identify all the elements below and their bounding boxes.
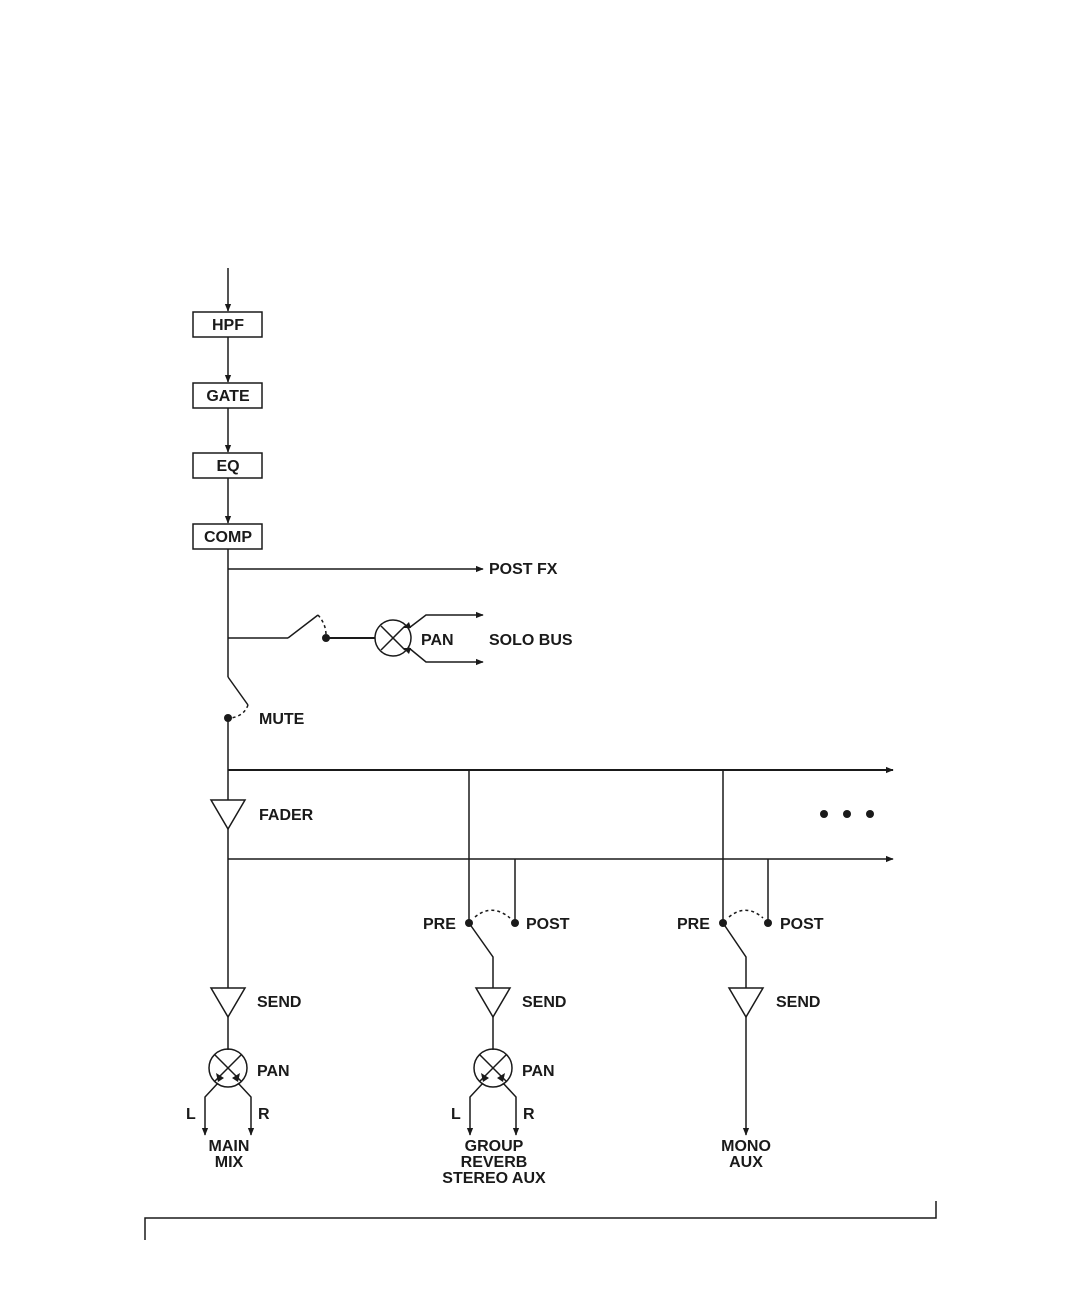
more-channels-dot-2 [843,810,851,818]
send-2-right-out [503,1083,516,1135]
send-1-destination-line-2: MIX [215,1154,244,1171]
hpf-label: HPF [212,317,244,334]
eq-label: EQ [216,458,239,475]
send-2-left-label: L [451,1106,461,1123]
send-2-right-label: R [523,1106,535,1123]
solo-switch-dashed [318,615,326,635]
send-2-switch-blade [469,923,493,988]
comp-label: COMP [204,529,252,546]
send-3-destination-line-1: MONO [721,1138,771,1155]
send-2-post-label: POST [526,916,570,933]
send-2-triangle [476,988,510,1017]
send-3-switch-blade [723,923,746,988]
solo-pan-label: PAN [421,632,454,649]
send-1-left-label: L [186,1106,196,1123]
send-3-destination-line-2: AUX [729,1154,763,1171]
send-3-label: SEND [776,994,820,1011]
send-2-pan-label: PAN [522,1063,555,1080]
send-2-post-contact [511,919,519,927]
send-1-pan-label: PAN [257,1063,290,1080]
post-fx-label: POST FX [489,561,558,578]
send-2-destination-line-3: STEREO AUX [442,1170,546,1187]
send-2-left-out [470,1083,483,1135]
send-2-destination-line-2: REVERB [461,1154,528,1171]
send-3-post-label: POST [780,916,824,933]
send-1-pan-icon [209,1049,247,1087]
send-2-destination-line-1: GROUP [465,1138,524,1155]
send-3-pre-label: PRE [677,916,710,933]
page-frame-rule [145,1201,936,1240]
more-channels-dot-3 [866,810,874,818]
solo-bus-out-top [409,615,483,628]
send-2-pre-label: PRE [423,916,456,933]
send-1-left-out [205,1083,218,1135]
send-2-label: SEND [522,994,566,1011]
fader-label: FADER [259,807,314,824]
solo-bus-out-bottom [409,648,483,662]
send-3-post-contact [764,919,772,927]
send-1-destination-line-1: MAIN [209,1138,250,1155]
send-3-triangle [729,988,763,1017]
send-1-right-out [238,1083,251,1135]
more-channels-dot-1 [820,810,828,818]
fader-triangle [211,800,245,829]
send-3-switch-dashed [729,910,763,918]
send-1-triangle [211,988,245,1017]
solo-pan-icon [375,620,411,656]
send-2-switch-dashed [475,910,510,918]
mute-switch-dashed [231,705,248,718]
solo-bus-label: SOLO BUS [489,632,573,649]
mute-label: MUTE [259,711,305,728]
solo-switch-blade [288,615,318,638]
send-1-right-label: R [258,1106,270,1123]
send-1-label: SEND [257,994,301,1011]
mute-switch-blade [228,677,248,705]
gate-label: GATE [206,388,250,405]
send-2-pan-icon [474,1049,512,1087]
